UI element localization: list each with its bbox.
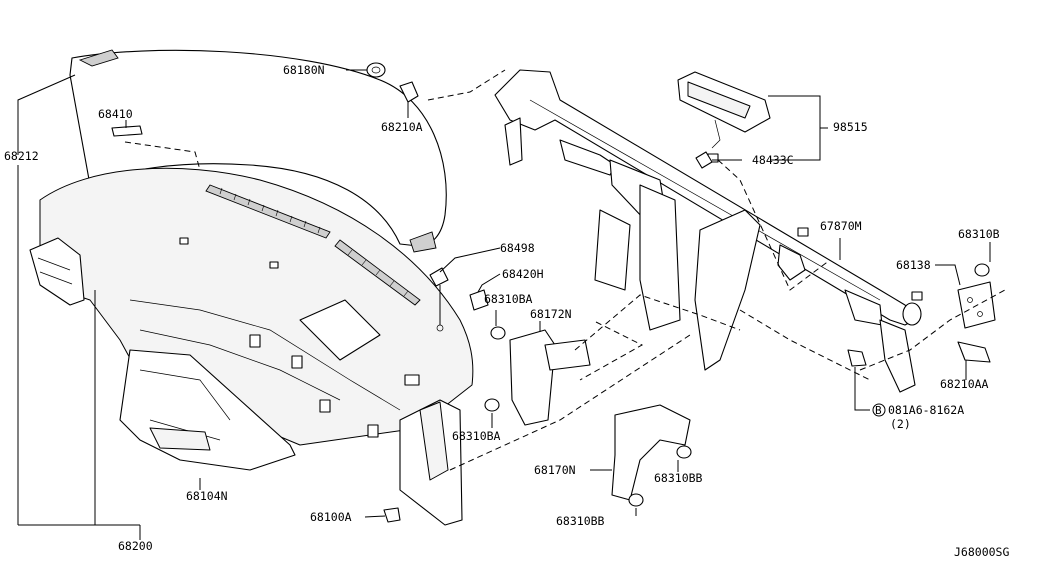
bracket-68172N: [509, 329, 591, 426]
label-68180N: 68180N: [283, 63, 325, 77]
label-081A6-qty: (2): [890, 417, 911, 431]
label-48433C: 48433C: [752, 153, 794, 167]
label-68210A: 68210A: [381, 120, 423, 134]
assembly-lines: [124, 69, 1006, 471]
label-68172N: 68172N: [530, 307, 572, 321]
part-labels: 68180N 68210A 98515 48433C 68410 68212 6…: [4, 63, 1009, 559]
label-68310BB-b: 68310BB: [556, 514, 605, 528]
module-98515: [677, 71, 771, 149]
label-98515: 98515: [833, 120, 868, 134]
label-68310BA-bottom: 68310BA: [452, 429, 501, 443]
label-68104N: 68104N: [186, 489, 228, 503]
label-68410: 68410: [98, 107, 133, 121]
label-68310BB-a: 68310BB: [654, 471, 703, 485]
label-68498: 68498: [500, 241, 535, 255]
label-68210AA: 68210AA: [940, 377, 989, 391]
bracket-68170N: [611, 404, 691, 501]
label-68420H: 68420H: [502, 267, 544, 281]
label-68170N: 68170N: [534, 463, 576, 477]
dash-top-pad-68212: [69, 49, 447, 253]
label-68212: 68212: [4, 149, 39, 163]
fasteners: [111, 62, 991, 523]
label-68200: 68200: [118, 539, 153, 553]
label-081A6-8162A: 081A6-8162A: [888, 403, 964, 417]
label-68138: 68138: [896, 258, 931, 272]
steering-member-67870M: [494, 69, 923, 393]
label-68310BA-top: 68310BA: [484, 292, 533, 306]
label-68100A: 68100A: [310, 510, 352, 524]
leader-lines: [17, 69, 991, 540]
label-081A6-badge: B: [875, 404, 882, 417]
badge-b-icon: [872, 403, 886, 417]
lower-cover-68104N: [119, 349, 296, 471]
side-panel: [399, 399, 463, 526]
diagram-id: J68000SG: [954, 545, 1009, 559]
label-68310B: 68310B: [958, 227, 1000, 241]
label-67870M: 67870M: [820, 219, 862, 233]
